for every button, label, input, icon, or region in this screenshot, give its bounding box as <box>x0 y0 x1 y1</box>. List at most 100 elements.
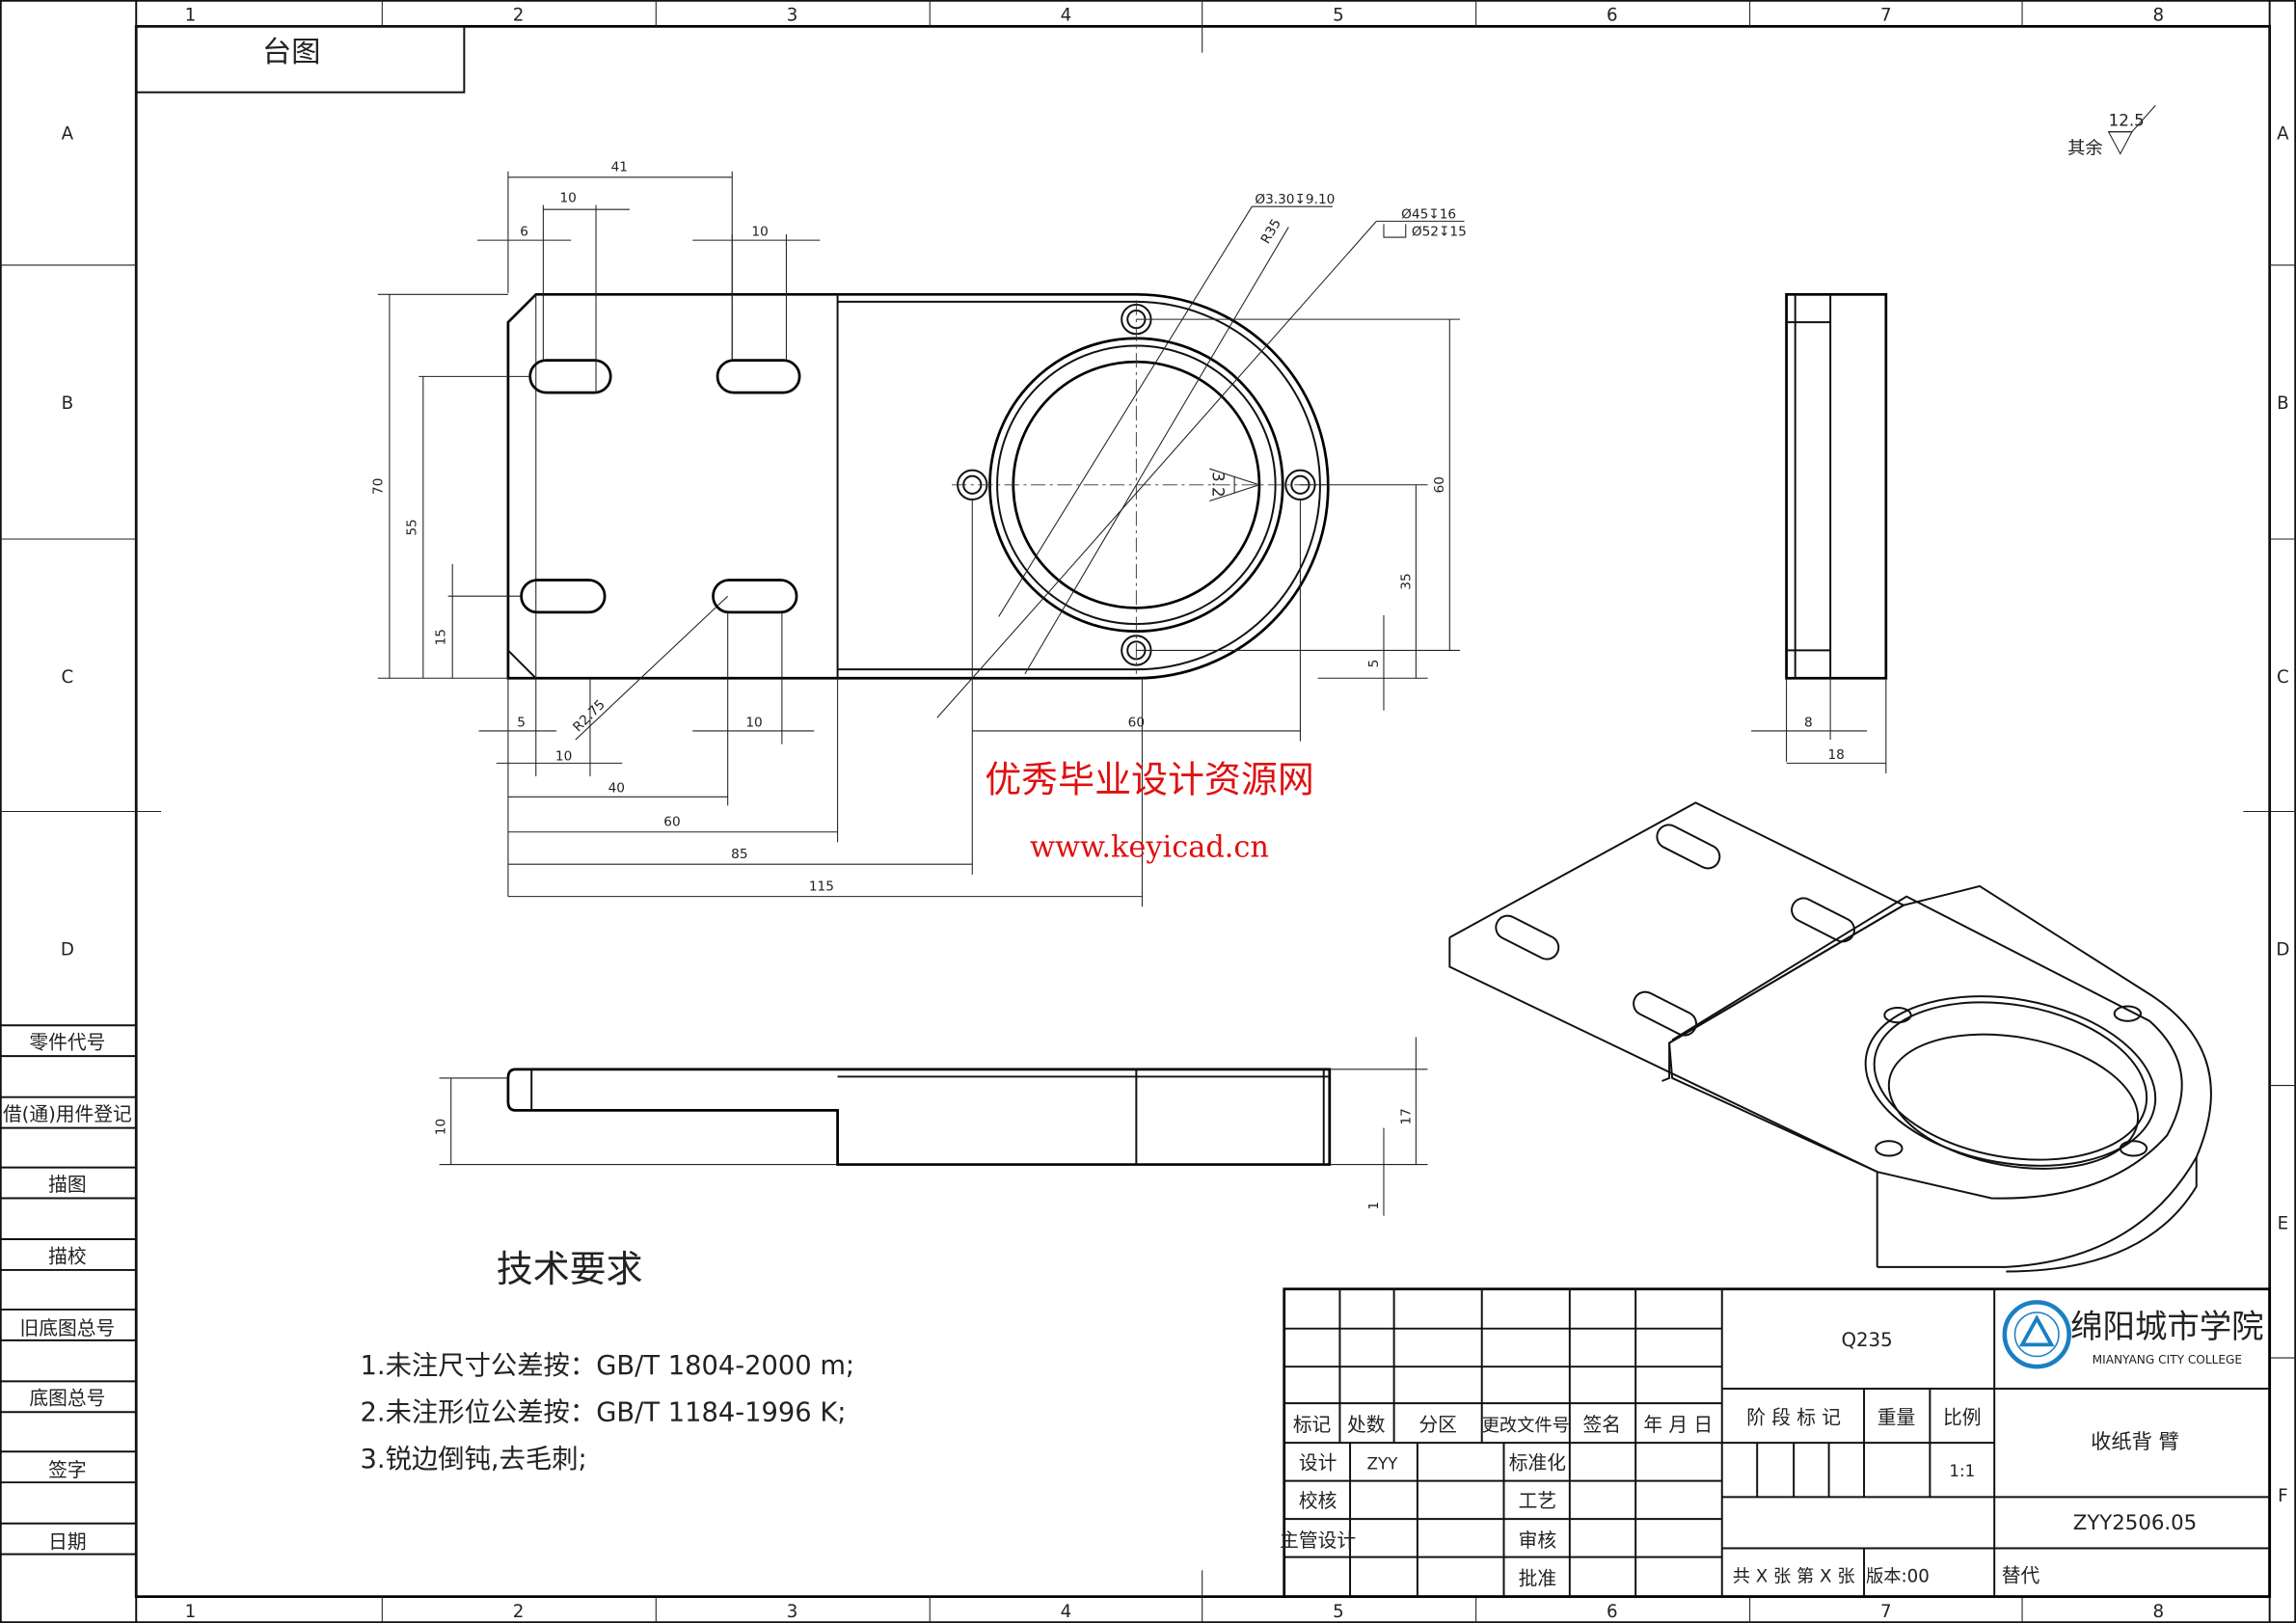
tech-req-item-1: 1.未注尺寸公差按：GB/T 1804-2000 m; <box>361 1351 855 1381</box>
dim-17: 17 <box>1398 1108 1414 1124</box>
label-borrowed-register: 借(通)用件登记 <box>3 1103 132 1125</box>
replace-label: 替代 <box>2002 1564 2040 1586</box>
roughness-3-2: 3.2 <box>1208 472 1228 498</box>
zone-row-c: C <box>61 667 73 688</box>
dim-40: 40 <box>608 781 625 797</box>
dim-15: 15 <box>434 629 449 645</box>
label-part-code: 零件代号 <box>29 1032 105 1054</box>
zone-row-e-right: E <box>2278 1213 2289 1233</box>
zone-col-5-bottom: 5 <box>1333 1602 1344 1622</box>
dim-10-thickness: 10 <box>434 1119 449 1135</box>
zone-row-b: B <box>62 393 73 414</box>
chief-design-label: 主管设计 <box>1280 1529 1356 1552</box>
zone-col-3: 3 <box>787 5 798 25</box>
dim-60: 60 <box>663 815 680 830</box>
tech-req-item-2: 2.未注形位公差按：GB/T 1184-1996 K; <box>361 1397 847 1427</box>
header-change-doc: 更改文件号 <box>1482 1416 1570 1436</box>
scale-value: 1:1 <box>1949 1461 1975 1480</box>
zone-col-6-bottom: 6 <box>1607 1602 1618 1622</box>
watermark-title: 优秀毕业设计资源网 <box>985 759 1314 801</box>
tech-req-item-3: 3.锐边倒钝,去毛刺; <box>361 1445 587 1474</box>
standardization-label: 标准化 <box>1509 1452 1566 1474</box>
surface-finish-symbol: 12.5 其余 <box>2067 105 2156 158</box>
dim-10-top-right: 10 <box>751 225 768 240</box>
left-record-table: 零件代号 借(通)用件登记 描图 描校 旧底图总号 底图总号 签字 日期 <box>0 1024 137 1555</box>
zone-col-4: 4 <box>1061 5 1072 25</box>
dim-55: 55 <box>404 519 419 535</box>
process-label: 工艺 <box>1519 1490 1556 1512</box>
dim-1: 1 <box>1366 1202 1382 1210</box>
dim-60-right: 60 <box>1432 476 1447 493</box>
header-mark: 标记 <box>1293 1414 1331 1436</box>
zone-row-d: D <box>61 939 74 960</box>
zone-col-8-bottom: 8 <box>2152 1602 2164 1622</box>
dim-60-holes: 60 <box>1128 715 1145 730</box>
zone-col-8: 8 <box>2152 5 2164 25</box>
dim-10-bottom-right: 10 <box>745 715 762 730</box>
roughness-label: 其余 <box>2067 138 2102 158</box>
college-name-en: MIANYANG CITY COLLEGE <box>2093 1353 2242 1366</box>
zone-row-b-right: B <box>2277 393 2288 414</box>
tech-req-title: 技术要求 <box>497 1248 643 1290</box>
material: Q235 <box>1841 1329 1892 1351</box>
watermark: 优秀毕业设计资源网 www.keyicad.cn <box>985 759 1314 865</box>
zone-row-a: A <box>62 123 74 144</box>
weight-label: 重量 <box>1877 1406 1915 1428</box>
label-trace-check: 描校 <box>48 1245 87 1267</box>
radius-r35: R35 <box>1258 216 1284 246</box>
zone-col-3-bottom: 3 <box>787 1602 798 1622</box>
zone-col-5: 5 <box>1333 5 1344 25</box>
header-zone: 分区 <box>1418 1414 1456 1436</box>
roughness-value: 12.5 <box>2109 111 2145 130</box>
title-block: 标记 处数 分区 更改文件号 签名 年 月 日 设计 ZYY 标准化 校核 工艺… <box>1280 1287 2272 1599</box>
check-label: 校核 <box>1299 1490 1337 1512</box>
watermark-url: www.keyicad.cn <box>1030 831 1269 865</box>
dim-10-top: 10 <box>559 191 576 206</box>
zone-col-2-bottom: 2 <box>513 1602 525 1622</box>
bottom-view: 10 17 1 <box>434 1037 1428 1216</box>
slots <box>520 359 801 614</box>
dim-70: 70 <box>370 478 386 495</box>
dim-8: 8 <box>1804 715 1813 730</box>
zone-row-d-right: D <box>2276 939 2289 960</box>
dim-5-right: 5 <box>1366 660 1382 668</box>
scale-label: 比例 <box>1943 1406 1981 1428</box>
zone-row-a-right: A <box>2277 123 2289 144</box>
isometric-view <box>1448 801 2212 1273</box>
header-date: 年 月 日 <box>1643 1414 1713 1436</box>
zone-col-7-bottom: 7 <box>1880 1602 1892 1622</box>
dim-18: 18 <box>1827 747 1844 763</box>
design-label: 设计 <box>1299 1452 1337 1474</box>
part-name: 收纸背 臂 <box>2091 1430 2179 1454</box>
review-label: 审核 <box>1519 1529 1556 1552</box>
header-sign: 签名 <box>1582 1414 1620 1436</box>
zone-col-1: 1 <box>185 5 197 25</box>
version: 版本:00 <box>1866 1566 1930 1586</box>
technical-requirements: 技术要求 1.未注尺寸公差按：GB/T 1804-2000 m; 2.未注形位公… <box>361 1248 855 1474</box>
approve-label: 批准 <box>1519 1568 1556 1590</box>
zone-col-7: 7 <box>1880 5 1892 25</box>
dim-41: 41 <box>611 160 628 176</box>
hole-callout: Ø3.30↧9.10 <box>1255 192 1335 207</box>
college-logo <box>2002 1300 2071 1369</box>
dim-85: 85 <box>731 847 747 862</box>
zone-row-c-right: C <box>2277 667 2289 688</box>
zone-col-4-bottom: 4 <box>1061 1602 1072 1622</box>
label-signature: 签字 <box>48 1459 86 1481</box>
sheet-count: 共 X 张 第 X 张 <box>1733 1566 1855 1586</box>
dim-5: 5 <box>517 715 526 730</box>
zone-col-6: 6 <box>1607 5 1618 25</box>
dim-6: 6 <box>520 225 528 240</box>
zone-col-1-bottom: 1 <box>185 1602 197 1622</box>
stage-label: 阶 段 标 记 <box>1746 1406 1841 1428</box>
zone-row-f-right: F <box>2278 1486 2287 1506</box>
college-name-cn: 绵阳城市学院 <box>2070 1308 2263 1345</box>
label-date: 日期 <box>48 1531 86 1554</box>
designer-name: ZYY <box>1367 1454 1399 1474</box>
header-count: 处数 <box>1347 1414 1386 1436</box>
bore-callout-52: Ø52↧15 <box>1412 225 1467 240</box>
slot-radius: R2.75 <box>570 697 608 736</box>
label-master-no: 底图总号 <box>29 1388 105 1410</box>
